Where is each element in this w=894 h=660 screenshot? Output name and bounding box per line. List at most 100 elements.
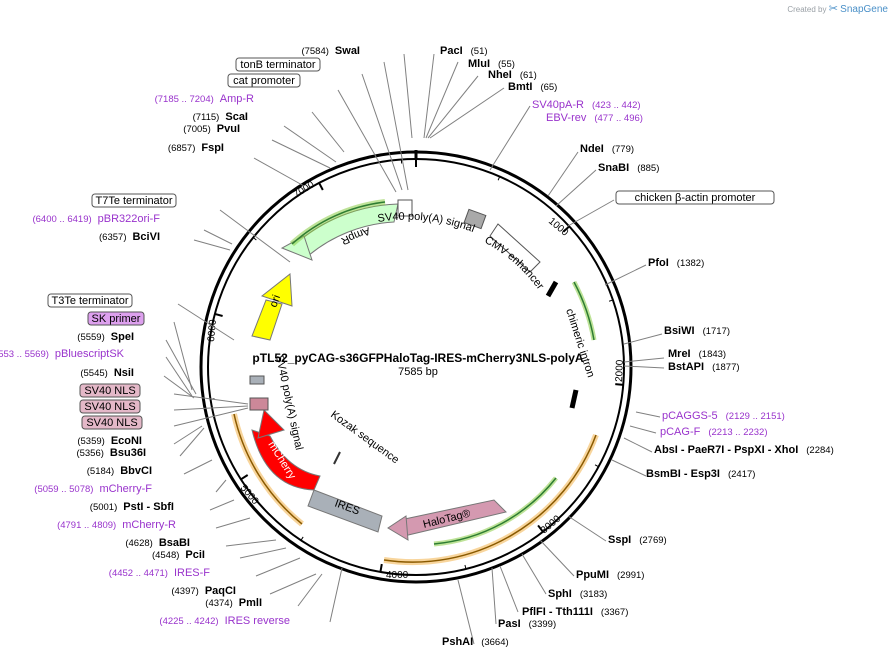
left-label-24[interactable]: BsaBI(4628) bbox=[125, 537, 190, 549]
left-label-1[interactable]: tonB terminator bbox=[235, 57, 321, 72]
right-label-20[interactable]: PflFI - Tth111I(3367) bbox=[522, 606, 628, 618]
left-label-21[interactable]: mCherry-F(5059 .. 5078) bbox=[34, 483, 152, 495]
primer-name: SV40pA-R bbox=[532, 99, 584, 111]
left-label-7[interactable]: T7Te terminator bbox=[91, 193, 177, 208]
right-label-15[interactable]: AbsI - PaeR7I - PspXI - XhoI(2284) bbox=[654, 444, 834, 456]
site-position: (1877) bbox=[712, 362, 739, 373]
right-label-12[interactable]: BstAPI(1877) bbox=[668, 361, 740, 373]
primer-name: mCherry-R bbox=[122, 519, 176, 531]
left-label-2[interactable]: cat promoter bbox=[227, 73, 301, 88]
left-label-11[interactable]: SK primer bbox=[87, 311, 145, 326]
left-label-16[interactable]: SV40 NLS bbox=[79, 399, 141, 414]
cmv-box[interactable] bbox=[463, 208, 487, 230]
right-label-0[interactable]: PacI(51) bbox=[440, 45, 488, 57]
left-label-3[interactable]: Amp-R(7185 .. 7204) bbox=[155, 93, 254, 105]
right-label-1[interactable]: MluI (55) bbox=[468, 58, 515, 70]
left-label-9[interactable]: BciVI(6357) bbox=[99, 231, 160, 243]
right-label-18[interactable]: PpuMI(2991) bbox=[576, 569, 644, 581]
site-position: (7115) bbox=[193, 112, 220, 123]
right-label-5[interactable]: EBV-rev(477 .. 496) bbox=[546, 112, 643, 124]
sv40-polya-left-box[interactable] bbox=[249, 375, 265, 385]
sv40-nls-boxes[interactable] bbox=[249, 397, 269, 411]
right-label-9[interactable]: PfoI(1382) bbox=[648, 257, 704, 269]
right-label-22[interactable]: PshAI(3664) bbox=[442, 636, 509, 648]
feature-label-text: chicken β-actin promoter bbox=[635, 192, 756, 204]
right-label-3[interactable]: BmtI(65) bbox=[508, 81, 557, 93]
left-label-12[interactable]: SpeI(5559) bbox=[77, 331, 134, 343]
enzyme-name: NsiI bbox=[114, 367, 134, 379]
sv40-polya-box[interactable] bbox=[397, 199, 413, 217]
right-label-21[interactable]: PasI(3399) bbox=[498, 618, 556, 630]
right-label-13[interactable]: pCAGGS-5(2129 .. 2151) bbox=[662, 410, 785, 422]
mcherry-arrowhead bbox=[257, 408, 285, 439]
left-label-14[interactable]: NsiI(5545) bbox=[80, 367, 134, 379]
snapgene-app-name: SnapGene bbox=[840, 4, 888, 15]
site-position: (4225 .. 4242) bbox=[159, 616, 218, 627]
site-position: (5001) bbox=[90, 502, 117, 513]
enzyme-name: MluI bbox=[468, 58, 490, 70]
right-label-17[interactable]: SspI(2769) bbox=[608, 534, 667, 546]
site-position: (2769) bbox=[639, 535, 666, 546]
enzyme-name: BbvCI bbox=[120, 465, 152, 477]
right-label-14[interactable]: pCAG-F(2213 .. 2232) bbox=[660, 426, 768, 438]
site-position: (779) bbox=[612, 144, 634, 155]
cmv-enhancer-feature[interactable] bbox=[489, 223, 541, 273]
left-label-5[interactable]: PvuI(7005) bbox=[183, 123, 240, 135]
left-label-23[interactable]: mCherry-R(4791 .. 4809) bbox=[57, 519, 176, 531]
site-position: (3399) bbox=[529, 619, 556, 630]
left-label-20[interactable]: BbvCI(5184) bbox=[87, 465, 152, 477]
feature-label-box bbox=[47, 293, 133, 308]
enzyme-name: NheI bbox=[488, 69, 512, 81]
tick-label-6000: 6000 bbox=[206, 319, 219, 343]
enzyme-name: BmtI bbox=[508, 81, 532, 93]
left-label-26[interactable]: IRES-F(4452 .. 4471) bbox=[109, 567, 210, 579]
ruler-tick bbox=[594, 464, 599, 468]
right-label-2[interactable]: NheI(61) bbox=[488, 69, 537, 81]
enzyme-name: AbsI - PaeR7I - PspXI - XhoI bbox=[654, 444, 798, 456]
left-label-10[interactable]: T3Te terminator bbox=[47, 293, 133, 308]
site-position: (3664) bbox=[481, 637, 508, 648]
left-label-4[interactable]: ScaI(7115) bbox=[193, 111, 248, 123]
enzyme-name: SnaBI bbox=[598, 162, 629, 174]
left-label-0[interactable]: SwaI(7584) bbox=[301, 45, 360, 57]
site-position: (55) bbox=[498, 59, 515, 70]
left-label-13[interactable]: pBluescriptSK(5553 .. 5569) bbox=[0, 348, 125, 360]
primer-name: pCAG-F bbox=[660, 426, 701, 438]
right-label-16[interactable]: BsmBI - Esp3I(2417) bbox=[646, 468, 755, 480]
left-label-25[interactable]: PciI(4548) bbox=[152, 549, 205, 561]
feature-label-box bbox=[91, 193, 177, 208]
right-label-8[interactable]: chicken β-actin promoter bbox=[615, 190, 775, 205]
left-label-28[interactable]: PmlI(4374) bbox=[205, 597, 262, 609]
enzyme-name: Bsu36I bbox=[110, 447, 146, 459]
ori-arrow[interactable] bbox=[251, 299, 283, 341]
primer-name: pCAGGS-5 bbox=[662, 410, 718, 422]
right-label-6[interactable]: NdeI(779) bbox=[580, 143, 634, 155]
ires-feature[interactable] bbox=[307, 489, 383, 533]
left-label-18[interactable]: EcoNI(5359) bbox=[77, 435, 142, 447]
enzyme-name: PfoI bbox=[648, 257, 669, 269]
primer-name: pBR322ori-F bbox=[98, 213, 161, 225]
site-position: (5553 .. 5569) bbox=[0, 349, 49, 360]
intron-start-marker bbox=[545, 280, 559, 298]
left-label-19[interactable]: Bsu36I(5356) bbox=[76, 447, 146, 459]
right-label-11[interactable]: MreI(1843) bbox=[668, 348, 726, 360]
left-label-29[interactable]: IRES reverse (4225 .. 4242) bbox=[159, 615, 290, 627]
left-label-27[interactable]: PaqCI(4397) bbox=[171, 585, 236, 597]
enzyme-name: SpeI bbox=[111, 331, 134, 343]
feature-label-box bbox=[87, 311, 145, 326]
site-position: (2417) bbox=[728, 469, 755, 480]
right-label-7[interactable]: SnaBI(885) bbox=[598, 162, 659, 174]
left-label-8[interactable]: pBR322ori-F(6400 .. 6419) bbox=[32, 213, 160, 225]
left-label-17[interactable]: SV40 NLS bbox=[81, 415, 143, 430]
plasmid-name: pTL52_pyCAG-s36GFPHaloTag-IRES-mCherry3N… bbox=[252, 351, 584, 365]
left-label-22[interactable]: PstI - SbfI(5001) bbox=[90, 501, 174, 513]
enzyme-name: PciI bbox=[185, 549, 205, 561]
left-label-15[interactable]: SV40 NLS bbox=[79, 383, 141, 398]
right-label-4[interactable]: SV40pA-R(423 .. 442) bbox=[532, 99, 641, 111]
right-label-19[interactable]: SphI(3183) bbox=[548, 588, 607, 600]
left-label-6[interactable]: FspI(6857) bbox=[168, 142, 224, 154]
snapgene-branding: Created by ✂ SnapGene bbox=[787, 2, 888, 15]
primer-name: IRES reverse bbox=[225, 615, 290, 627]
right-label-10[interactable]: BsiWI(1717) bbox=[664, 325, 730, 337]
